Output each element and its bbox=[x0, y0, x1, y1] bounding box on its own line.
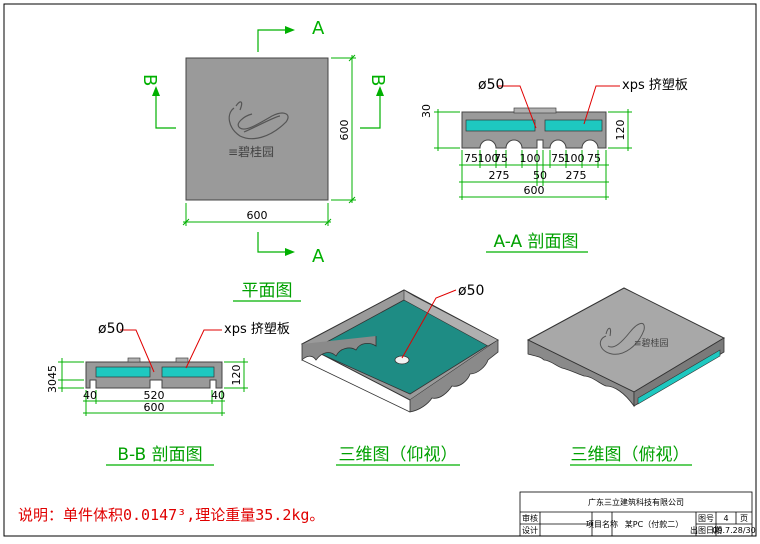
bb-dim-right bbox=[224, 358, 248, 392]
bb-seg-0: 40 bbox=[83, 389, 97, 402]
title-project-value: 某PC（付款二） bbox=[625, 519, 683, 529]
aa-sub-2: 275 bbox=[566, 169, 587, 182]
bb-xps-label: xps 挤塑板 bbox=[224, 322, 290, 337]
bb-dim-right-label: 120 bbox=[230, 365, 243, 386]
aa-xps-leader bbox=[583, 85, 620, 125]
title-block bbox=[519, 491, 753, 537]
title-field-a-label: 图号 bbox=[698, 514, 714, 523]
title-company: 广东三立建筑科技有限公司 bbox=[588, 497, 684, 507]
section-marker-b-right: B bbox=[360, 74, 388, 129]
aa-sub-0: 275 bbox=[489, 169, 510, 182]
title-row2-label: 设计 bbox=[522, 525, 538, 535]
aa-total: 600 bbox=[524, 184, 545, 197]
plan-caption: 平面图 bbox=[242, 281, 293, 301]
section-marker-a-top: A bbox=[257, 18, 325, 52]
bottom-3d-caption: 三维图（仰视） bbox=[339, 445, 458, 465]
aa-insulation-left bbox=[465, 119, 536, 132]
bottom-3d-hole-label: ø50 bbox=[458, 283, 484, 299]
aa-top-ridge bbox=[513, 107, 557, 114]
bottom-3d-leader bbox=[401, 289, 457, 359]
plan-dim-height bbox=[331, 54, 356, 204]
logo-icon bbox=[228, 101, 289, 140]
title-row1-label: 审核 bbox=[522, 513, 538, 523]
top-3d-insulation bbox=[637, 349, 721, 405]
bb-hole-leader bbox=[120, 329, 155, 373]
aa-caption: A-A 剖面图 bbox=[493, 232, 578, 252]
title-date-label: 出图日期 bbox=[690, 525, 722, 535]
section-a-bottom-label: A bbox=[312, 246, 325, 267]
title-project-label: 项目名称 bbox=[586, 519, 618, 529]
top-3d-logo-text: ≡碧桂园 bbox=[634, 337, 669, 349]
section-b-left-label: B bbox=[139, 74, 160, 86]
bb-dim-left-a: 45 bbox=[46, 365, 59, 379]
bottom-3d-hole bbox=[394, 355, 410, 365]
bb-seg-1: 520 bbox=[144, 389, 165, 402]
aa-hole-label: ø50 bbox=[478, 77, 504, 93]
bb-insulation-right bbox=[161, 366, 215, 378]
top-3d-logo-icon bbox=[599, 323, 645, 355]
aa-insulation-right bbox=[544, 119, 603, 132]
aa-seg-4: 75 bbox=[551, 152, 565, 165]
plan-slab bbox=[185, 57, 329, 201]
aa-segment-labels: 75 100 75 100 75 100 75 275 50 275 600 bbox=[464, 152, 601, 197]
aa-seg-1: 100 bbox=[478, 152, 499, 165]
aa-dim-left bbox=[434, 109, 460, 151]
aa-dim-left-label: 30 bbox=[420, 104, 433, 118]
aa-dims-bottom bbox=[459, 150, 609, 200]
bb-seg-2: 40 bbox=[211, 389, 225, 402]
section-b-right-label: B bbox=[367, 74, 388, 86]
bb-top-ridge-right bbox=[175, 357, 189, 363]
bb-caption: B-B 剖面图 bbox=[117, 445, 202, 465]
plan-logo-text: ≡碧桂园 bbox=[228, 144, 274, 159]
section-a-top-label: A bbox=[312, 18, 325, 39]
top-3d-top-face bbox=[526, 287, 726, 393]
sheet-border bbox=[3, 3, 757, 537]
aa-seg-6: 75 bbox=[587, 152, 601, 165]
title-field-b-label: 页 bbox=[740, 514, 748, 523]
title-date-value: 09.7.28/30 bbox=[712, 526, 755, 535]
aa-sub-1: 50 bbox=[533, 169, 547, 182]
note-text: 说明：单件体积0.0147³,理论重量35.2kg。 bbox=[18, 506, 324, 524]
section-marker-b-left: B bbox=[139, 74, 176, 129]
aa-seg-0: 75 bbox=[464, 152, 478, 165]
plan-width-label: 600 bbox=[247, 209, 268, 222]
aa-xps-label: xps 挤塑板 bbox=[622, 78, 688, 93]
section-aa: ø50 xps 挤塑板 30 120 bbox=[420, 77, 688, 253]
view-3d-top: ≡碧桂园 三维图（俯视） bbox=[526, 287, 726, 466]
plan-view: ≡碧桂园 600 600 A A bbox=[139, 18, 388, 302]
section-bb: ø50 xps 挤塑板 45 30 120 40 520 40 600 B-B bbox=[46, 321, 290, 466]
bb-dims-bottom bbox=[83, 390, 225, 416]
bb-dim-left-b: 30 bbox=[46, 379, 59, 393]
bb-total: 600 bbox=[144, 401, 165, 414]
section-marker-a-bottom: A bbox=[257, 232, 325, 267]
bb-dim-left bbox=[58, 358, 84, 392]
aa-seg-3: 100 bbox=[520, 152, 541, 165]
aa-dim-right-label: 120 bbox=[614, 120, 627, 141]
top-3d-caption: 三维图（俯视） bbox=[571, 445, 690, 465]
plan-dim-width bbox=[182, 203, 332, 226]
bb-top-ridge-left bbox=[127, 357, 141, 363]
aa-hole-leader bbox=[498, 85, 537, 129]
aa-seg-2: 75 bbox=[494, 152, 508, 165]
view-3d-bottom: ø50 三维图（仰视） bbox=[300, 283, 499, 466]
title-field-a-value: 4 bbox=[723, 514, 728, 523]
bb-hole-label: ø50 bbox=[98, 321, 124, 337]
aa-dim-right bbox=[608, 109, 632, 151]
bb-insulation-left bbox=[95, 366, 151, 378]
aa-seg-5: 100 bbox=[564, 152, 585, 165]
bb-xps-leader bbox=[185, 329, 222, 369]
plan-height-label: 600 bbox=[338, 120, 351, 141]
